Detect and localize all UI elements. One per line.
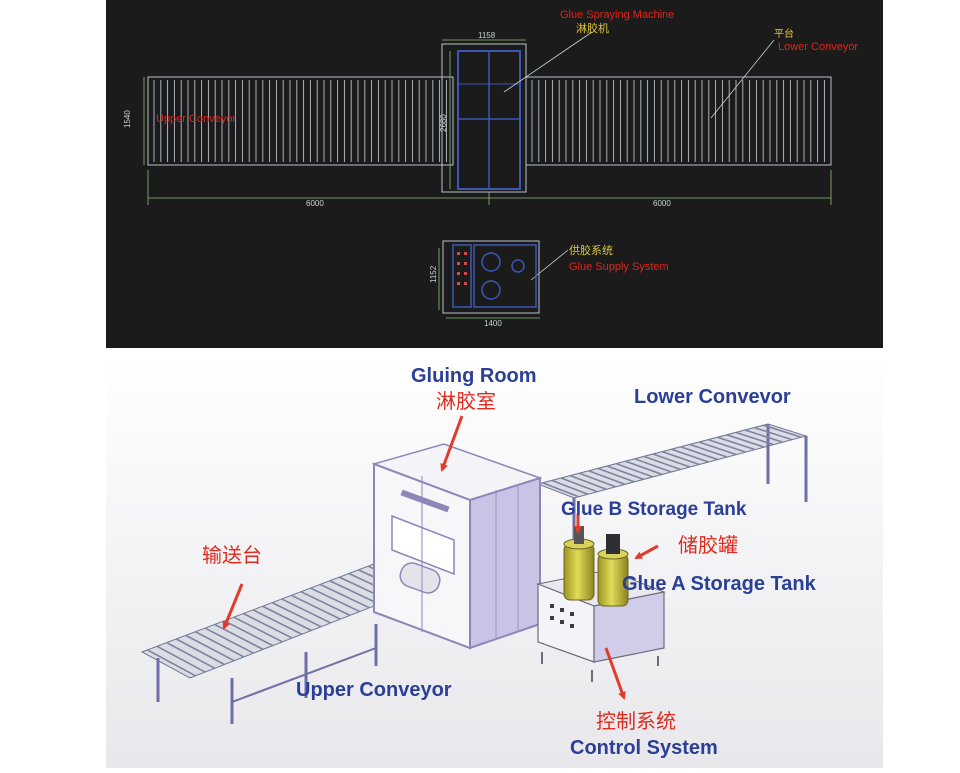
lower-roller — [606, 465, 644, 481]
cad-supply-panel-buttons — [457, 252, 467, 285]
lower-roller — [542, 482, 579, 498]
cad-supply-pump — [511, 259, 525, 273]
render-svg: Gluing Room 淋胶室 Lower Convevor Glue B St… — [106, 352, 883, 768]
glue-b-tank-label-en: Glue B Storage Tank — [561, 499, 747, 520]
upper-roller — [195, 631, 245, 658]
cad-supply-panel — [452, 244, 472, 308]
lower-roller — [744, 429, 784, 443]
lower-roller — [689, 443, 728, 458]
control-panel-buttons — [550, 604, 574, 628]
cad-dim-1152: 1152 — [429, 265, 438, 283]
lower-conveyor-label-en: Lower Convevor — [634, 386, 791, 408]
gluing-room-plate — [400, 489, 450, 513]
lower-roller — [726, 434, 765, 448]
lower-roller — [560, 477, 598, 493]
cad-dim-1158: 1158 — [478, 31, 496, 40]
upper-roller — [300, 590, 351, 617]
cad-dimension-lines — [143, 39, 832, 319]
cad-supply-label-zh: 供胶系统 — [569, 243, 613, 257]
cad-lower-conveyor-label-en: Lower Conveyor — [778, 41, 858, 53]
cad-glue-machine-label-zh: 淋胶机 — [576, 21, 609, 35]
upper-roller — [262, 605, 312, 632]
upper-roller — [243, 612, 293, 639]
control-system-label-en: Control System — [570, 737, 718, 759]
cad-leader-lines — [503, 31, 775, 281]
storage-tanks — [563, 526, 629, 607]
cad-rollers — [153, 80, 825, 162]
upper-roller — [185, 634, 235, 662]
cad-supply-outer — [442, 240, 540, 314]
upper-roller — [156, 645, 206, 673]
glue-a-tank-label-en: Glue A Storage Tank — [622, 573, 817, 595]
cad-dim-1540: 1540 — [123, 110, 132, 128]
cad-supply-label-en: Glue Supply System — [569, 261, 669, 273]
upper-roller — [147, 649, 196, 677]
upper-roller — [310, 587, 361, 613]
upper-roller — [233, 616, 283, 643]
gluing-room-label-en: Gluing Room — [411, 365, 537, 387]
lower-roller — [625, 460, 663, 476]
lower-roller — [579, 472, 617, 488]
upper-roller — [204, 627, 254, 654]
lower-roller — [671, 448, 709, 463]
lower-roller — [569, 474, 607, 491]
gluing-room — [371, 443, 543, 650]
cad-upper-conveyor-outline — [147, 76, 454, 166]
lower-roller — [652, 453, 691, 468]
cad-lower-conveyor-label-zh: 平台 — [774, 27, 794, 40]
upper-roller — [281, 598, 332, 624]
cad-lower-conveyor-outline — [525, 76, 832, 166]
cad-dim-2680: 2680 — [439, 114, 448, 132]
callout-arrows — [222, 415, 659, 700]
cad-supply-body — [473, 244, 537, 308]
upper-roller — [319, 583, 370, 609]
lower-roller — [735, 431, 774, 446]
lower-roller — [753, 426, 793, 441]
lower-roller — [661, 450, 700, 466]
lower-roller — [588, 470, 626, 486]
gluing-room-label-zh: 淋胶室 — [436, 390, 496, 413]
upper-roller — [166, 641, 216, 669]
cad-upper-conveyor-label-en: Upper Conveyor — [156, 113, 236, 125]
lower-roller — [763, 424, 802, 439]
upper-roller — [252, 609, 303, 635]
upper-roller — [175, 638, 225, 666]
upper-roller — [271, 601, 322, 628]
storage-tank-label-zh: 储胶罐 — [678, 534, 738, 557]
upper-roller — [223, 620, 274, 647]
cad-supply-tank-2 — [481, 280, 501, 300]
lower-roller — [698, 441, 737, 456]
glue-b-tank — [563, 543, 595, 601]
upper-conveyor-label-en: Upper Conveyor — [296, 679, 452, 701]
lower-roller — [597, 467, 635, 483]
lower-roller — [634, 458, 672, 473]
lower-roller — [643, 455, 681, 471]
lower-conveyor-rollers — [542, 424, 802, 498]
lower-roller — [680, 446, 719, 461]
upper-roller — [329, 580, 380, 605]
render-3d-illustration: Gluing Room 淋胶室 Lower Convevor Glue B St… — [106, 352, 883, 768]
cad-svg: Glue Spraying Machine 淋胶机 平台 Lower Conve… — [123, 9, 858, 328]
cad-dim-1400: 1400 — [484, 319, 502, 328]
lower-roller — [717, 436, 756, 451]
cad-glue-machine-label-en: Glue Spraying Machine — [560, 9, 674, 21]
conveyor-label-zh: 输送台 — [202, 544, 262, 567]
cad-supply-tank-1 — [481, 252, 501, 272]
lower-roller — [615, 462, 654, 478]
lower-roller — [551, 479, 589, 496]
cad-layout-drawing: Glue Spraying Machine 淋胶机 平台 Lower Conve… — [106, 0, 883, 348]
lower-conveyor — [536, 423, 808, 588]
lower-roller — [707, 438, 746, 453]
cad-dim-6000-right: 6000 — [653, 199, 671, 208]
upper-roller — [290, 594, 341, 620]
cad-dim-6000-left: 6000 — [306, 199, 324, 208]
cad-glue-machine-outer — [441, 43, 527, 193]
control-system-label-zh: 控制系统 — [596, 710, 676, 733]
